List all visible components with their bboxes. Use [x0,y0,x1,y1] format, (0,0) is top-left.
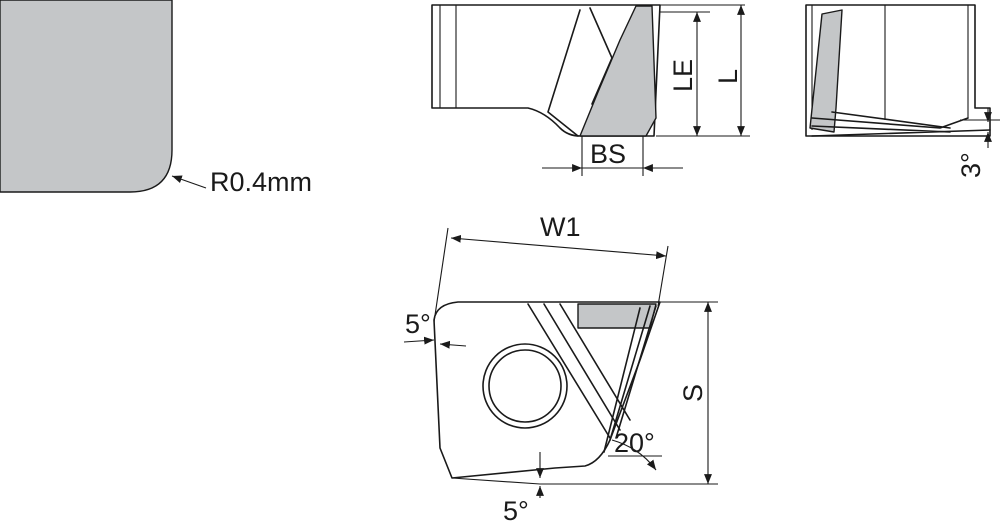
top-view-tip-lines [603,305,657,453]
w1-extension-left [433,227,449,323]
angle-left-label: 5° [405,309,431,339]
angle-tip-arc [611,439,657,471]
front-view-cutting-face [579,5,657,137]
l-label: L [713,69,743,84]
side-view-body-outline [805,4,991,137]
angle-left-arrow-left [403,336,435,345]
top-view: W1 S 20° 5° 5° [403,212,718,526]
top-view-chipbreaker [527,303,631,439]
angle-bottom-label: 5° [503,496,529,526]
angle-left-arrow-right [439,340,467,349]
side-view: 3° [805,4,1000,178]
w1-label: W1 [540,212,581,242]
side-view-rake-lines [811,111,991,137]
front-view: LE L BS [431,4,750,176]
le-label: LE [668,59,698,92]
bs-label: BS [590,139,626,169]
corner-radius-detail: R0.4mm [0,0,312,197]
angle-tip-label: 20° [614,428,655,458]
side-view-cutting-face [809,9,843,133]
angle-side-label: 3° [956,152,986,178]
top-view-body-outline [433,301,661,479]
top-view-bottom-edge [451,477,541,485]
corner-radius-face [0,0,173,193]
radius-label: R0.4mm [210,167,312,197]
clamp-hole-inner [488,349,562,423]
radius-leader-line [171,175,207,189]
w1-extension-right [657,245,669,307]
w1-dimension-line [450,234,667,260]
clamp-hole-outer [482,343,568,429]
s-label: S [678,384,708,402]
